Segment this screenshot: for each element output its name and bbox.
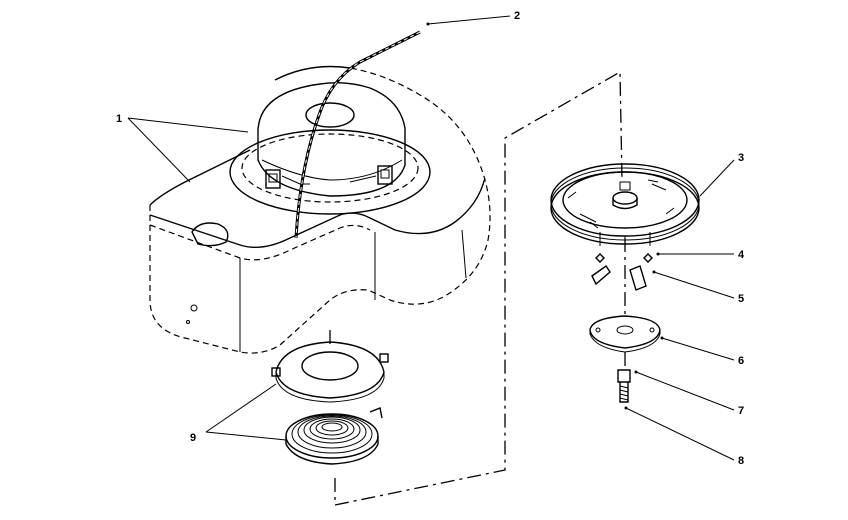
recoil-spring [285, 407, 383, 465]
callout-8: 8 [738, 455, 744, 467]
starter-pulley [550, 163, 700, 250]
callout-6: 6 [738, 355, 744, 367]
callout-7: 7 [738, 405, 744, 417]
callout-9: 9 [190, 432, 196, 444]
callout-5: 5 [738, 293, 744, 305]
pawls-springs [591, 253, 653, 291]
callout-2: 2 [514, 10, 520, 22]
leader-lines [127, 15, 735, 461]
callout-1: 1 [116, 113, 122, 125]
assembly-centerlines [329, 70, 626, 506]
retainer-plate [589, 315, 661, 353]
starter-cup-housing [229, 81, 431, 215]
starter-rope [294, 30, 421, 239]
spring-cover [271, 341, 389, 403]
callout-3: 3 [738, 152, 744, 164]
blower-housing [149, 65, 491, 354]
callout-4: 4 [738, 249, 745, 261]
retainer-screw [617, 369, 631, 403]
